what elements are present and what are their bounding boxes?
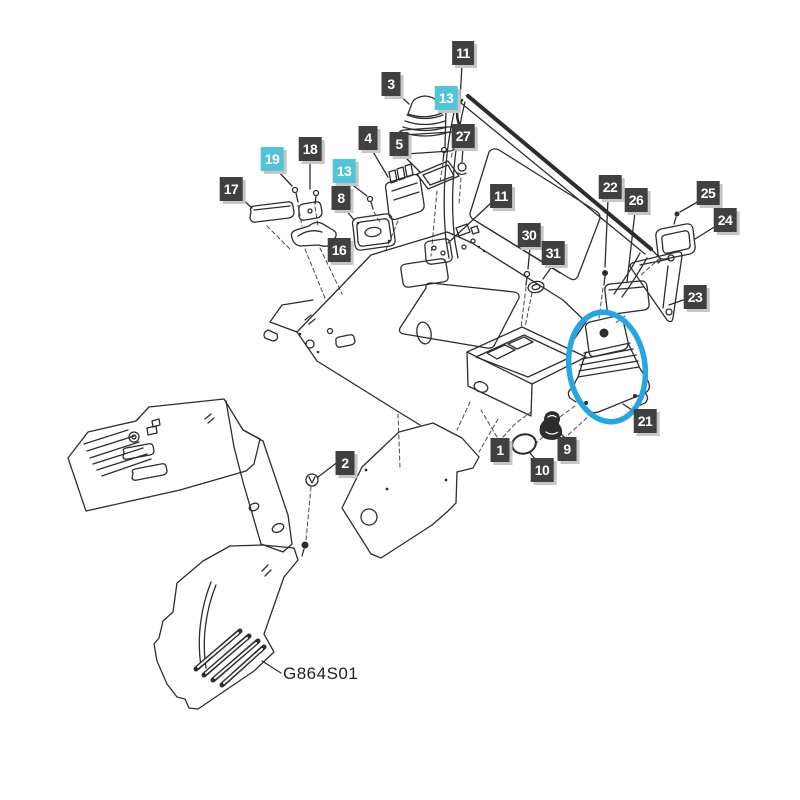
part-9-knob (532, 411, 566, 447)
part-label-8[interactable]: 8 (331, 186, 351, 210)
part-label-22[interactable]: 22 (598, 175, 622, 199)
part-label-5[interactable]: 5 (389, 132, 409, 156)
part-label-21[interactable]: 21 (633, 409, 657, 433)
part-label-26[interactable]: 26 (624, 188, 648, 212)
part-label-31[interactable]: 31 (541, 241, 565, 265)
part-label-9[interactable]: 9 (557, 437, 577, 461)
part-label-27[interactable]: 27 (451, 124, 475, 148)
part-11-plate (424, 202, 492, 265)
part-label-10[interactable]: 10 (530, 458, 554, 482)
part-label-23[interactable]: 23 (683, 285, 707, 309)
part-label-13[interactable]: 13 (332, 159, 356, 183)
part-label-4[interactable]: 4 (358, 126, 378, 150)
part-8-plate (345, 182, 396, 251)
part-label-11[interactable]: 11 (452, 41, 474, 65)
drawing-code: G864S01 (283, 664, 359, 683)
part-label-18[interactable]: 18 (298, 137, 322, 161)
part-label-11[interactable]: 11 (490, 184, 512, 208)
steering-column-cover (153, 544, 299, 710)
part-label-24[interactable]: 24 (713, 208, 737, 232)
part-label-2[interactable]: 2 (335, 451, 355, 475)
part-label-3[interactable]: 3 (381, 72, 401, 96)
highlight-ellipse (565, 309, 649, 425)
part-21-boot (548, 314, 651, 438)
part-27-clip (457, 147, 467, 206)
console-deck (263, 231, 587, 469)
part-label-16[interactable]: 16 (327, 238, 351, 262)
part-label-13[interactable]: 13 (434, 86, 458, 110)
floor-panel (341, 422, 480, 559)
dash-panel (67, 398, 293, 553)
part-label-30[interactable]: 30 (517, 223, 541, 247)
left-bracket-cluster (239, 160, 343, 299)
part-label-19[interactable]: 19 (260, 147, 284, 171)
part-30-screw (520, 246, 531, 329)
part-5-plate (403, 155, 460, 257)
part-13-screw-top (439, 109, 448, 183)
part-1-leaders (480, 409, 532, 438)
part-label-17[interactable]: 17 (219, 177, 243, 201)
part-23-bracket (629, 251, 687, 323)
part-label-1[interactable]: 1 (490, 438, 510, 462)
part-label-25[interactable]: 25 (696, 181, 720, 205)
